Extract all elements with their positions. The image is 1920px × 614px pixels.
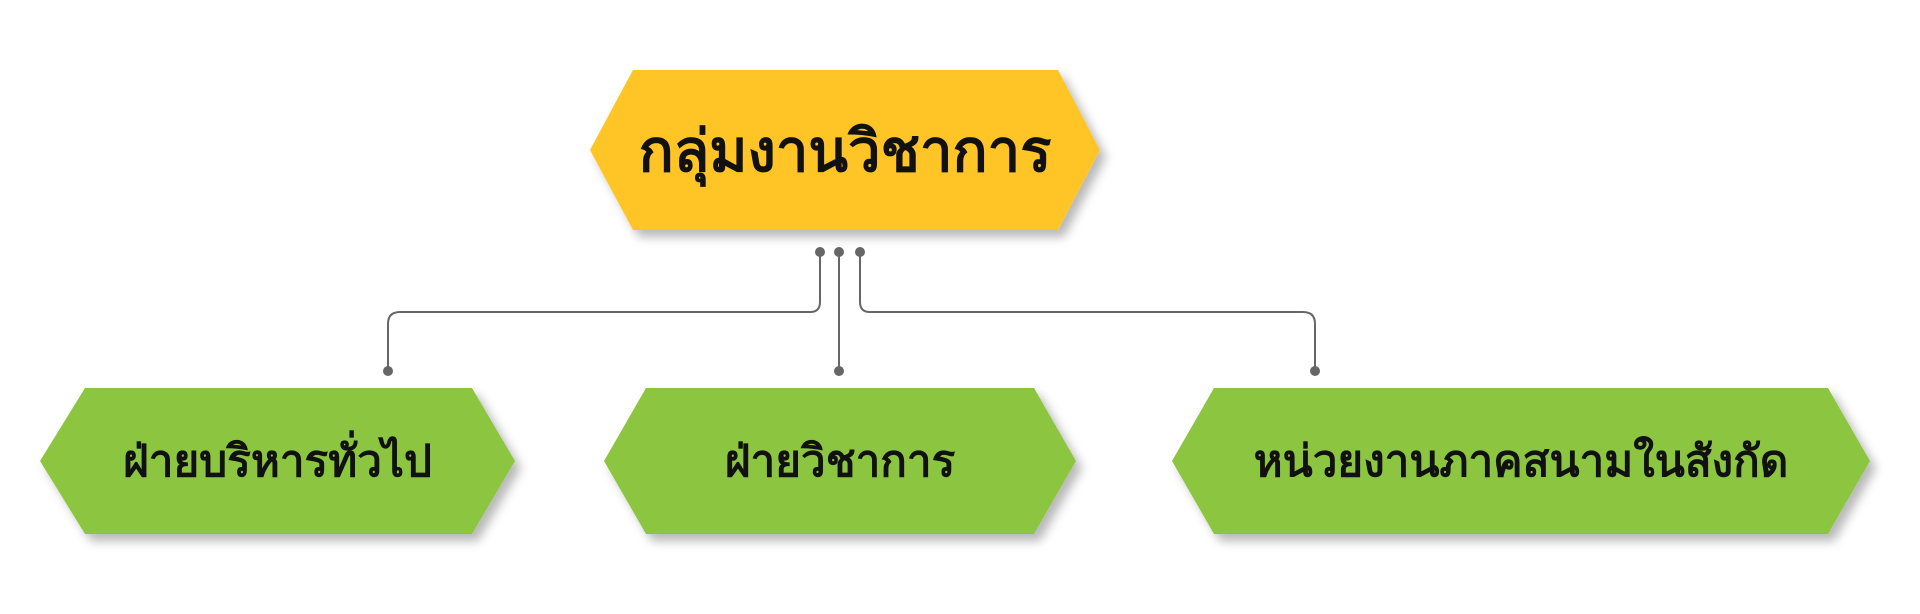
connector-dots xyxy=(383,247,1320,376)
child-node-shape-academic xyxy=(604,388,1076,534)
connector-dot xyxy=(1310,366,1320,376)
child-node-label-field-units: หน่วยงานภาคสนามในสังกัด xyxy=(1253,436,1789,487)
root-node-shape xyxy=(590,70,1100,230)
connector-dot xyxy=(834,366,844,376)
child-node-label-academic: ฝ่ายวิชาการ xyxy=(724,436,956,487)
child-node-label-general-admin: ฝ่ายบริหารทั่วไป xyxy=(123,436,432,487)
child-node-shape-general-admin xyxy=(40,388,515,534)
connector-dot xyxy=(834,247,844,257)
root-node-label: กลุ่มงานวิชาการ xyxy=(638,116,1052,185)
connector-to-general-admin xyxy=(387,252,821,371)
child-node-shape-field-units xyxy=(1172,388,1870,534)
connector-lines xyxy=(387,252,1316,371)
connector-dot xyxy=(383,366,393,376)
connector-dot xyxy=(855,247,865,257)
connector-dot xyxy=(815,247,825,257)
connector-to-field-units xyxy=(859,252,1316,371)
